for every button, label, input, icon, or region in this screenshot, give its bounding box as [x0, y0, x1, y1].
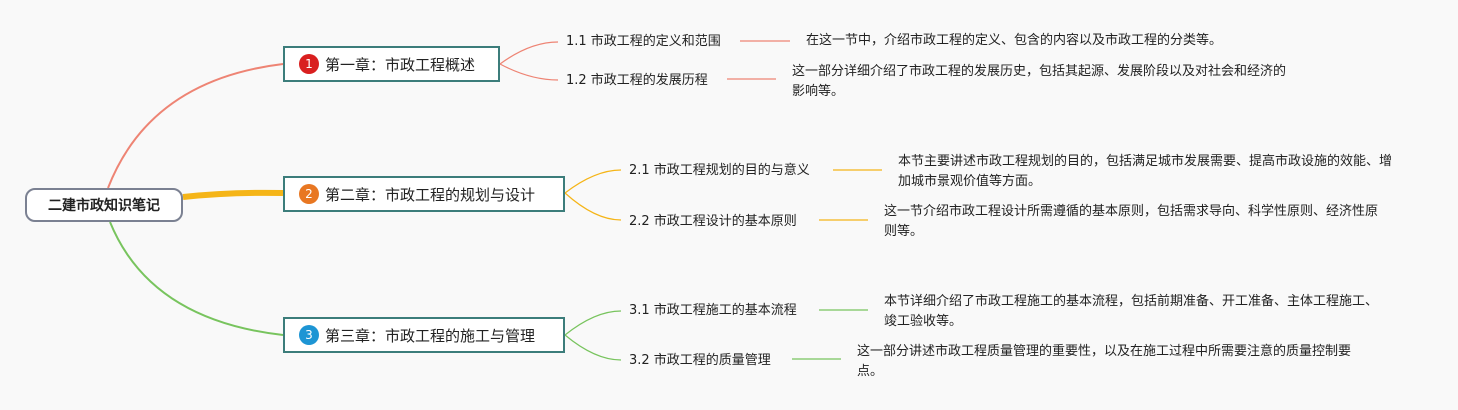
section-desc-2-2: 这一节介绍市政工程设计所需遵循的基本原则，包括需求导向、科学性原则、经济性原则等… — [884, 204, 1379, 239]
number-badge-icon: 1 — [299, 54, 319, 74]
chapter-title: 第二章：市政工程的规划与设计 — [325, 185, 536, 204]
number-badge-icon: 3 — [299, 325, 319, 345]
root-node[interactable]: 二建市政知识笔记 — [25, 188, 183, 222]
section-node-3-1[interactable]: 3.1 市政工程施工的基本流程 — [629, 303, 797, 318]
chapter-node-2[interactable]: 2 第二章：市政工程的规划与设计 — [283, 176, 565, 212]
root-title: 二建市政知识笔记 — [48, 198, 160, 214]
section-node-1-1[interactable]: 1.1 市政工程的定义和范围 — [566, 34, 721, 49]
chapter-node-1[interactable]: 1 第一章：市政工程概述 — [283, 46, 500, 82]
connector-root-ch3 — [109, 221, 284, 336]
connector-root-ch1 — [107, 63, 284, 189]
connector-root-ch2 — [182, 189, 284, 200]
connector-ch1-s2 — [499, 63, 559, 81]
chapter-title: 第一章：市政工程概述 — [325, 55, 476, 74]
section-desc-3-2: 这一部分讲述市政工程质量管理的重要性，以及在施工过程中所需要注意的质量控制要点。 — [857, 344, 1352, 379]
connector-ch2-s1 — [564, 169, 622, 194]
connector-ch1-s1 — [499, 41, 559, 65]
section-node-2-1[interactable]: 2.1 市政工程规划的目的与意义 — [629, 163, 810, 178]
section-desc-3-1: 本节详细介绍了市政工程施工的基本流程，包括前期准备、开工准备、主体工程施工、竣工… — [884, 294, 1379, 329]
section-node-3-2[interactable]: 3.2 市政工程的质量管理 — [629, 353, 771, 368]
chapter-node-3[interactable]: 3 第三章：市政工程的施工与管理 — [283, 317, 565, 353]
section-desc-2-1: 本节主要讲述市政工程规划的目的，包括满足城市发展需要、提高市政设施的效能、增加城… — [898, 154, 1393, 189]
chapter-title: 第三章：市政工程的施工与管理 — [325, 326, 536, 345]
connector-ch3-s1 — [564, 310, 622, 336]
connector-ch2-s2 — [564, 192, 622, 221]
section-node-2-2[interactable]: 2.2 市政工程设计的基本原则 — [629, 214, 797, 229]
section-desc-1-2: 这一部分详细介绍了市政工程的发展历史，包括其起源、发展阶段以及对社会和经济的影响… — [792, 64, 1287, 99]
section-desc-1-1: 在这一节中，介绍市政工程的定义、包含的内容以及市政工程的分类等。 — [806, 33, 1223, 48]
section-node-1-2[interactable]: 1.2 市政工程的发展历程 — [566, 73, 708, 88]
connector-ch3-s2 — [564, 334, 622, 361]
number-badge-icon: 2 — [299, 184, 319, 204]
